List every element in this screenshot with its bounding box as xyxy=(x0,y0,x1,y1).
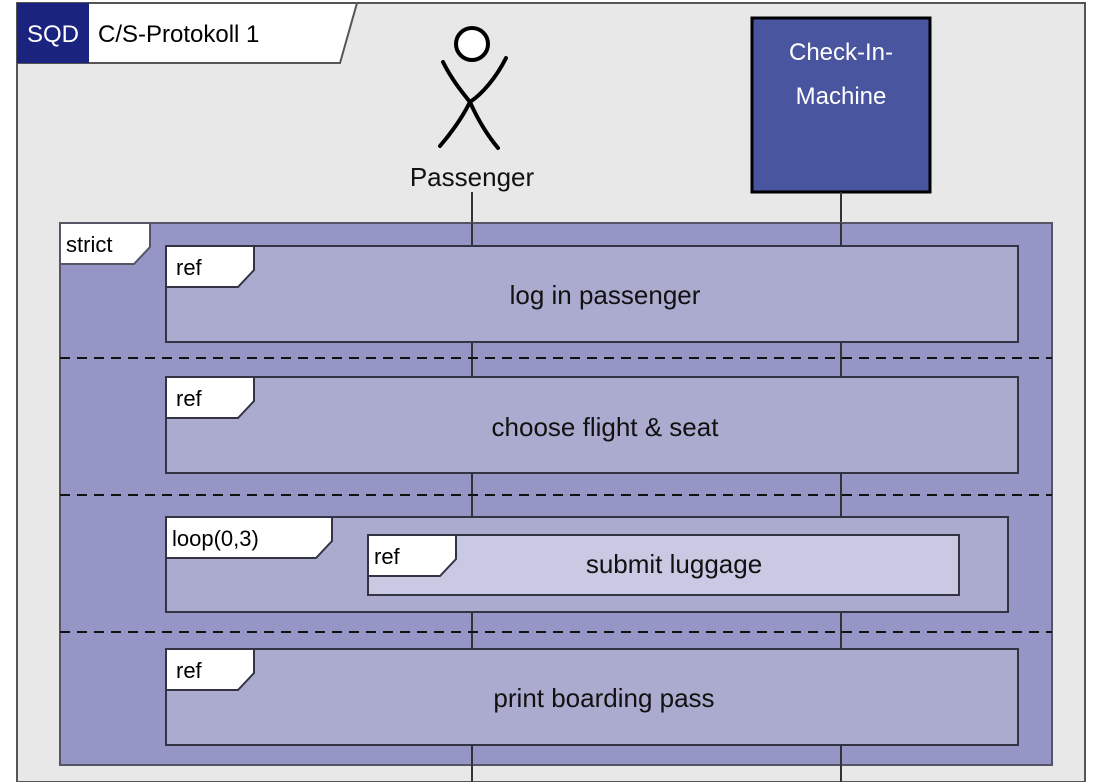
machine-label-line2: Machine xyxy=(796,83,887,110)
actor-head-icon xyxy=(454,26,490,62)
passenger-label: Passenger xyxy=(410,162,535,192)
ref-tag xyxy=(165,376,255,419)
ref-tag-label: ref xyxy=(176,658,203,683)
ref-submit-luggage[interactable]: ref submit luggage xyxy=(367,534,960,596)
loop-operator-label: loop(0,3) xyxy=(172,526,259,551)
ref-name: submit luggage xyxy=(586,549,762,579)
actor-body-icon xyxy=(438,56,508,150)
ref-name: log in passenger xyxy=(510,280,701,310)
strict-operator-tag xyxy=(59,222,151,265)
sqd-kind-label: SQD xyxy=(27,21,79,48)
ref-name: choose flight & seat xyxy=(492,412,720,442)
ref-tag-label: ref xyxy=(176,255,203,280)
frame-tag: SQD C/S-Protokoll 1 xyxy=(16,2,359,64)
loop-operator-tag xyxy=(165,516,333,559)
ref-choose-flight-seat[interactable]: ref choose flight & seat xyxy=(165,376,1019,474)
ref-print-boarding-pass[interactable]: ref print boarding pass xyxy=(165,648,1019,746)
strict-operator-label: strict xyxy=(66,232,112,257)
ref-tag-label: ref xyxy=(176,386,203,411)
ref-tag xyxy=(165,648,255,691)
diagram-title: C/S-Protokoll 1 xyxy=(98,21,259,48)
passenger-actor xyxy=(438,26,508,150)
ref-name: print boarding pass xyxy=(493,683,714,713)
sqd-kind-tag xyxy=(17,3,89,63)
ref-tag xyxy=(367,534,457,577)
check-in-machine-box: Check-In- Machine xyxy=(750,16,932,194)
ref-tag-label: ref xyxy=(374,544,401,569)
ref-log-in-passenger[interactable]: ref log in passenger xyxy=(165,245,1019,343)
ref-tag xyxy=(165,245,255,288)
machine-label-line1: Check-In- xyxy=(789,39,893,66)
